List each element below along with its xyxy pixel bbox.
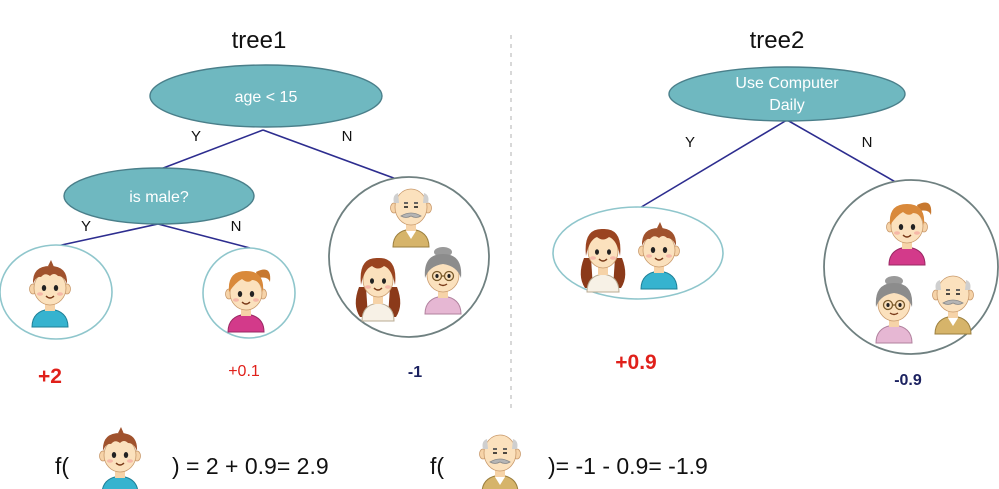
tree1-root-no-label: N	[342, 128, 353, 145]
tree1-root-yes-label: Y	[191, 128, 201, 145]
edge-inner-to-boy	[56, 223, 159, 247]
tree1-root-node: age < 15	[149, 64, 383, 128]
tree1-leaf-girl	[202, 247, 296, 339]
tree2-title: tree2	[750, 27, 805, 54]
edge-root-to-kids	[637, 119, 788, 210]
tree2-yes-label: Y	[685, 134, 695, 151]
tree2-leaf-adults	[823, 179, 999, 355]
tree1-leaf-elders	[328, 176, 490, 338]
edge-root-to-elders	[262, 129, 411, 185]
tree2-root-label-line1: Use Computer	[735, 75, 839, 92]
edge-root-to-inner	[157, 129, 264, 171]
tree1-score-boy: +2	[38, 365, 62, 388]
mom-avatar	[580, 228, 626, 293]
tree1-inner-yes-label: Y	[81, 218, 91, 235]
tree1-root-label: age < 15	[235, 89, 298, 106]
tree2-leaf-kids	[552, 206, 724, 300]
tree1-inner-no-label: N	[231, 218, 242, 235]
tree1-title: tree1	[232, 27, 287, 54]
tree1-edges	[56, 129, 411, 249]
mom-avatar	[355, 257, 401, 322]
tree2-edges	[637, 119, 907, 210]
tree2-root-label-line2: Daily	[769, 97, 805, 114]
formula-grandpa-result: )= -1 - 0.9= -1.9	[548, 453, 708, 479]
tree1-inner-label: is male?	[129, 189, 189, 206]
edge-root-to-adults	[786, 119, 907, 189]
grandpa-avatar	[478, 434, 522, 489]
edge-inner-to-girl	[157, 223, 251, 249]
boy-avatar	[98, 426, 142, 489]
tree2-no-label: N	[862, 134, 873, 151]
tree2-score-kids: +0.9	[615, 351, 656, 374]
formula-grandpa-prefix: f(	[430, 453, 444, 479]
tree2-root-node: Use Computer Daily	[668, 66, 906, 122]
tree1-score-girl: +0.1	[228, 363, 260, 380]
formula-boy-prefix: f(	[55, 453, 69, 479]
formula-grandpa: f( )= -1 - 0.9= -1.9	[430, 434, 708, 489]
formula-boy-result: ) = 2 + 0.9= 2.9	[172, 453, 329, 479]
tree2-score-adults: -0.9	[894, 372, 922, 389]
formula-boy: f( ) = 2 + 0.9= 2.9	[55, 426, 329, 489]
tree1-leaf-boy	[0, 244, 113, 340]
tree1-inner-node: is male?	[63, 167, 255, 225]
tree1-score-elders: -1	[408, 364, 422, 381]
